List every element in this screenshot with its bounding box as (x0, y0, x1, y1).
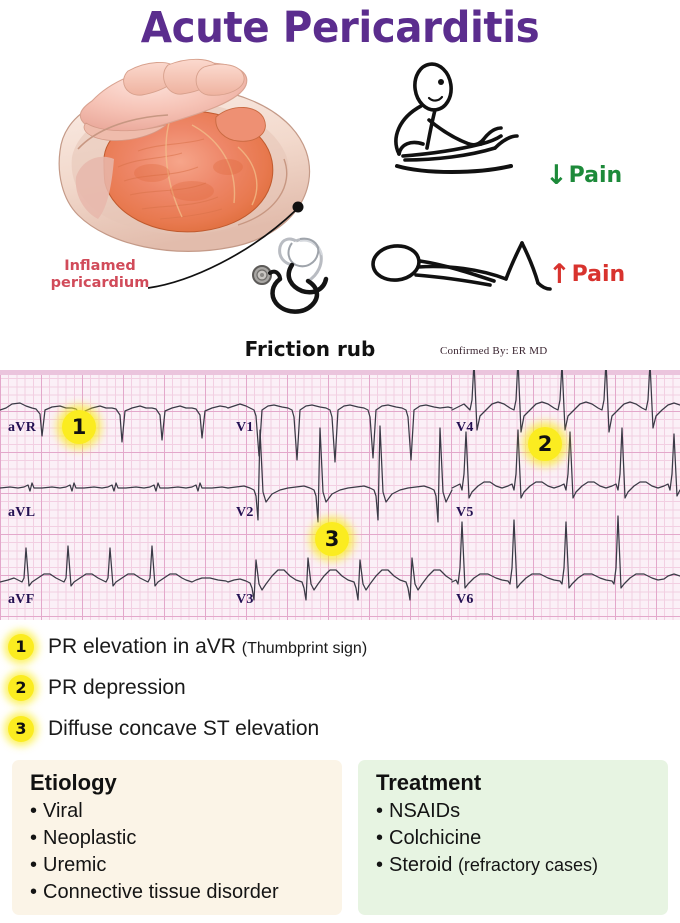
treatment-heading: Treatment (376, 770, 482, 795)
leader-line (147, 201, 304, 289)
pain-increase-label: Pain (571, 262, 626, 287)
etiology-heading: Etiology (30, 770, 117, 795)
legend-text-2: PR depression (48, 676, 186, 700)
legend-badge-1: 1 (8, 633, 34, 660)
ecg-lead-label-v6: V6 (456, 592, 474, 607)
bullet-icon: • (376, 854, 384, 876)
arrow-down-icon: ↓ (545, 159, 568, 191)
ecg-grid-coarse (0, 370, 680, 620)
bullet-icon: • (30, 854, 38, 876)
inflamed-pericardium-label: Inflamed pericardium (30, 258, 170, 292)
pain-decrease-label: Pain (568, 163, 623, 188)
legend-item-2: 2 PR depression (8, 667, 568, 708)
etiology-box: Etiology •Viral •Neoplastic •Uremic •Con… (12, 760, 342, 915)
bullet-icon: • (30, 881, 38, 903)
legend-item-3: 3 Diffuse concave ST elevation (8, 708, 568, 749)
treatment-item-label: NSAIDs (389, 800, 461, 822)
bullet-icon: • (30, 800, 38, 822)
ecg-lead-label-avr: aVR (8, 420, 37, 435)
treatment-item: •NSAIDs (376, 798, 668, 825)
etiology-item: •Uremic (30, 852, 342, 879)
inflamed-line-1: Inflamed (64, 258, 136, 274)
etiology-item: •Viral (30, 798, 342, 825)
ecg-lead-label-v2: V2 (236, 505, 254, 520)
legend-main-3: Diffuse concave ST elevation (48, 716, 320, 740)
etiology-item-label: Uremic (43, 854, 107, 876)
treatment-item-label: Steroid (389, 854, 458, 876)
ecg-lead-label-avl: aVL (8, 505, 36, 520)
stick-figure-supine-icon (371, 241, 552, 291)
ecg-lead-label-avf: aVF (8, 592, 35, 607)
page-title: Acute Pericarditis (140, 3, 540, 53)
sitting-posture-figure (385, 62, 565, 202)
treatment-item: •Colchicine (376, 825, 668, 852)
ecg-marker-1: 1 (62, 410, 96, 444)
ecg-waveform-traces (0, 370, 680, 601)
etiology-item: •Neoplastic (30, 825, 342, 852)
pain-increase-indicator: ↑Pain (548, 258, 626, 290)
legend-text-1: PR elevation in aVR (Thumbprint sign) (48, 635, 367, 659)
treatment-list: •NSAIDs •Colchicine •Steroid (refractory… (376, 798, 668, 879)
stethoscope-icon (252, 237, 329, 314)
ecg-marker-3: 3 (315, 522, 349, 556)
treatment-item: •Steroid (refractory cases) (376, 852, 668, 879)
supine-posture-figure (370, 235, 565, 315)
legend-text-3: Diffuse concave ST elevation (48, 717, 319, 741)
legend-main-2: PR depression (48, 675, 186, 699)
treatment-box: Treatment •NSAIDs •Colchicine •Steroid (… (358, 760, 668, 915)
legend-main-1: PR elevation in aVR (48, 634, 242, 658)
etiology-item-label: Neoplastic (43, 827, 137, 849)
ecg-lead-label-v4: V4 (456, 420, 474, 435)
etiology-item-label: Connective tissue disorder (43, 881, 279, 903)
ecg-top-band (0, 370, 680, 375)
inflamed-heart-icon (58, 58, 311, 252)
bullet-icon: • (376, 800, 384, 822)
bullet-icon: • (30, 827, 38, 849)
pain-decrease-indicator: ↓Pain (545, 159, 623, 191)
stethoscope-illustration (240, 235, 350, 320)
legend-item-1: 1 PR elevation in aVR (Thumbprint sign) (8, 626, 568, 667)
stick-figure-sitting-icon (394, 62, 519, 174)
inflamed-line-2: pericardium (50, 275, 150, 291)
friction-rub-label: Friction rub (244, 337, 376, 361)
ecg-lead-label-v5: V5 (456, 505, 474, 520)
ecg-strip: aVR V1 V4 aVL V2 V5 aVF V3 V6 1 2 3 (0, 370, 680, 620)
treatment-item-label: Colchicine (389, 827, 482, 849)
ecg-findings-legend: 1 PR elevation in aVR (Thumbprint sign) … (8, 626, 568, 749)
ecg-lead-label-v1: V1 (236, 420, 254, 435)
etiology-item-label: Viral (43, 800, 83, 822)
heart-illustration (42, 55, 332, 260)
etiology-item: •Connective tissue disorder (30, 879, 342, 906)
ecg-confirmed-by: Confirmed By: ER MD (440, 345, 548, 357)
legend-badge-2: 2 (8, 674, 34, 701)
etiology-list: •Viral •Neoplastic •Uremic •Connective t… (30, 798, 342, 906)
arrow-up-icon: ↑ (548, 258, 571, 290)
ecg-marker-2: 2 (528, 427, 562, 461)
treatment-item-sub: (refractory cases) (457, 855, 598, 875)
ecg-lead-label-v3: V3 (236, 592, 254, 607)
legend-badge-3: 3 (8, 715, 34, 742)
bullet-icon: • (376, 827, 384, 849)
legend-sub-1: (Thumbprint sign) (241, 639, 368, 657)
